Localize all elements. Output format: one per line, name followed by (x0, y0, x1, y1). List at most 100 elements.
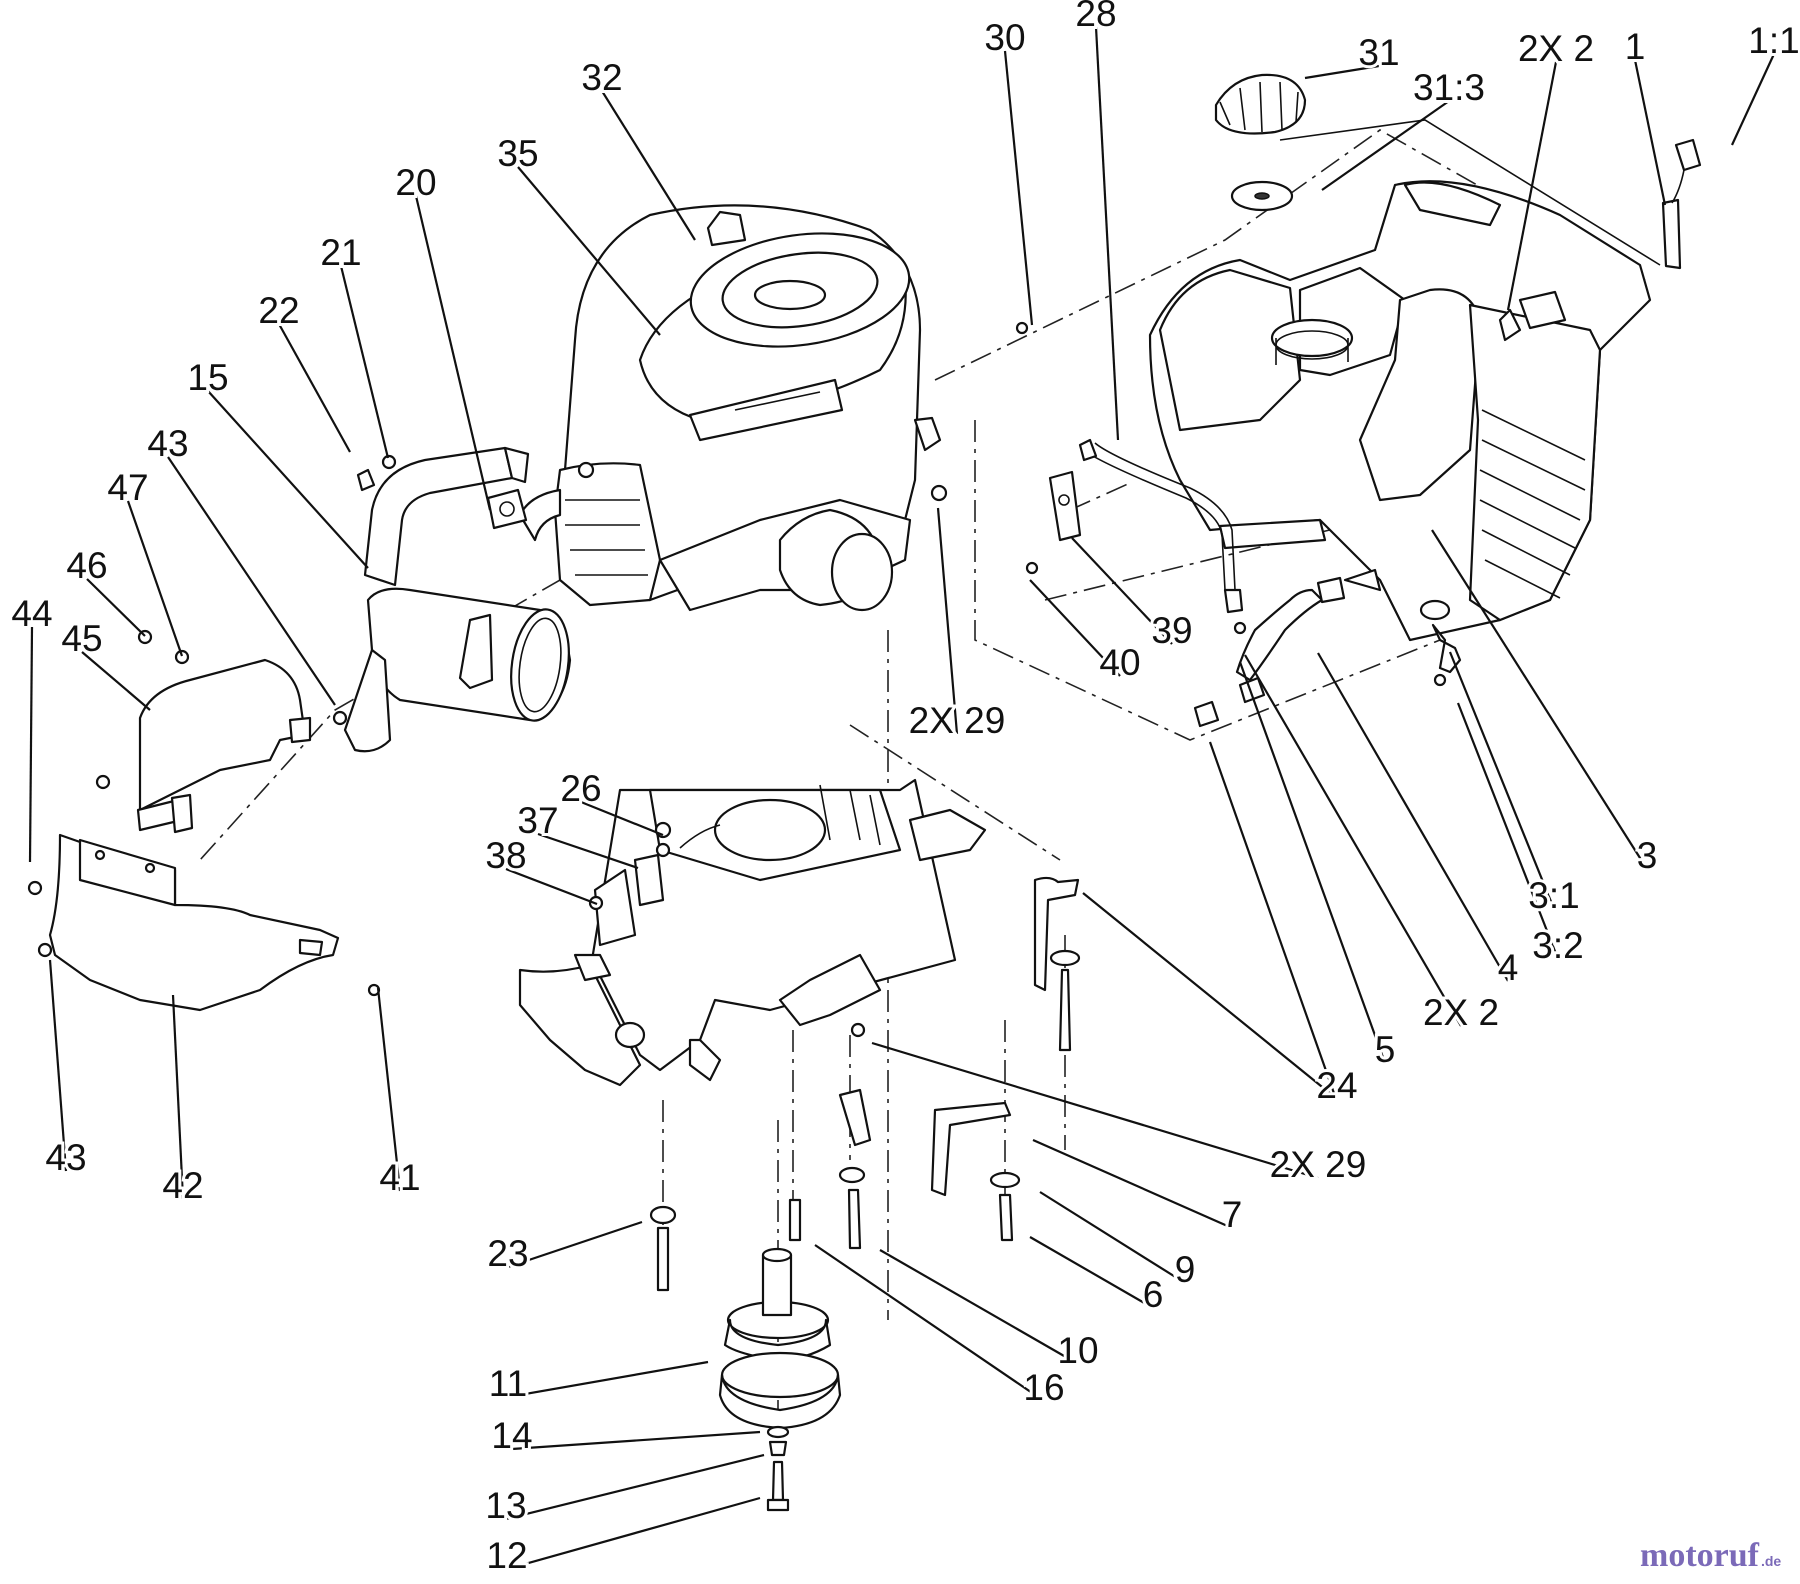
callout-leader (1731, 53, 1775, 146)
callout-label: 21 (320, 232, 361, 273)
callout-leader (511, 1430, 761, 1451)
callout-leader (1071, 537, 1173, 645)
callout-leader (814, 1244, 1045, 1402)
callout-leader (339, 265, 390, 459)
callout-leader (1039, 1191, 1186, 1284)
callout-leader (1321, 100, 1450, 191)
callout-label: 1 (1625, 26, 1646, 67)
callout-label: 14 (491, 1415, 532, 1456)
callout-leader (1448, 651, 1556, 910)
callout-label: 43 (45, 1137, 86, 1178)
callout-label: 22 (258, 290, 299, 331)
callout-label: 7 (1222, 1194, 1243, 1235)
callout-leader (1029, 1236, 1154, 1309)
callout-leader (1003, 50, 1034, 326)
callout-leader (376, 987, 402, 1192)
callout-label: 3:1 (1528, 875, 1579, 916)
callout-leader (871, 1041, 1319, 1180)
callout-leader (601, 90, 696, 241)
callout-leader (517, 166, 661, 336)
callout-leader (1032, 1138, 1233, 1230)
callout-leader (171, 994, 185, 1200)
callout-leader (507, 1220, 643, 1269)
callout-label: 43 (147, 423, 188, 464)
watermark-logo: motoruf.de (1640, 1537, 1781, 1574)
brackets-and-hardware (649, 876, 1081, 1292)
callout-label: 35 (497, 133, 538, 174)
callout-label: 32 (581, 57, 622, 98)
callout-label: 45 (61, 618, 102, 659)
callout-label: 6 (1143, 1274, 1164, 1315)
callout-leader (126, 500, 184, 657)
callout-label: 31 (1358, 32, 1399, 73)
callout-leader (278, 323, 351, 453)
callout-label: 11 (489, 1363, 527, 1404)
callout-label: 2X 29 (1270, 1144, 1367, 1185)
callout-label: 10 (1057, 1330, 1098, 1371)
callout-label: 37 (517, 800, 558, 841)
callout-label: 1:1 (1748, 20, 1799, 61)
exhaust-assembly (332, 446, 572, 753)
callout-label: 16 (1023, 1367, 1064, 1408)
callout-label: 42 (162, 1165, 203, 1206)
callout-label: 23 (487, 1233, 528, 1274)
callout-leader (1082, 892, 1338, 1100)
callout-label: 2X 2 (1423, 992, 1499, 1033)
callout-label: 2X 2 (1518, 28, 1594, 69)
callout-leader (207, 390, 369, 569)
callout-leader (1317, 652, 1509, 982)
pulley-assembly (718, 1247, 842, 1512)
callout-leader (936, 507, 959, 735)
heat-shield-assembly (27, 629, 381, 1012)
callout-leader (86, 578, 146, 637)
callout-label: 30 (984, 17, 1025, 58)
callout-label: 3:2 (1532, 925, 1583, 966)
engine-mount-frame (518, 778, 987, 1087)
callout-label: 41 (379, 1157, 420, 1198)
callout-leader (1304, 64, 1380, 80)
callout-label: 5 (1375, 1029, 1396, 1070)
callout-leader (580, 800, 664, 837)
callout-label: 39 (1151, 610, 1192, 651)
callout-label: 26 (560, 768, 601, 809)
watermark-tld: .de (1761, 1553, 1781, 1569)
callout-label: 15 (187, 357, 228, 398)
callout-leader (1094, 26, 1120, 441)
callout-label: 20 (395, 162, 436, 203)
callout-leader (505, 1453, 765, 1521)
callout-label: 38 (485, 835, 526, 876)
callout-label: 24 (1316, 1065, 1357, 1106)
fuel-line-assembly (1015, 321, 1462, 728)
callout-leader (879, 1249, 1079, 1365)
callout-leader (1244, 654, 1462, 1027)
callout-leader (1029, 579, 1121, 677)
callout-label: 28 (1075, 0, 1116, 34)
callout-leader (1208, 741, 1338, 1100)
callout-leader (506, 1496, 761, 1571)
svg-text:motoruf.de: motoruf.de (1640, 1537, 1781, 1574)
callout-leader (1456, 702, 1560, 960)
callout-label: 44 (11, 593, 52, 634)
callout-label: 3 (1637, 835, 1658, 876)
callout-leader (1238, 661, 1387, 1064)
callout-label: 46 (66, 545, 107, 586)
callout-leader (1431, 529, 1648, 870)
callout-leader (48, 959, 68, 1172)
callout-leader (507, 1360, 709, 1399)
callout-label: 9 (1175, 1249, 1196, 1290)
callout-leader (1633, 59, 1667, 206)
engine-assembly (518, 204, 948, 612)
callout-label: 4 (1498, 947, 1519, 988)
callout-leader (167, 456, 336, 706)
callout-label: 2X 29 (909, 700, 1006, 741)
callout-label: 47 (107, 467, 148, 508)
fuel-tank-assembly (1148, 73, 1702, 642)
callout-leader (414, 195, 492, 511)
callout-leader (1506, 61, 1558, 311)
callout-leader (28, 626, 34, 863)
callout-label: 12 (486, 1535, 527, 1576)
watermark-brand: motoruf (1640, 1537, 1760, 1574)
callout-leader (537, 832, 639, 870)
